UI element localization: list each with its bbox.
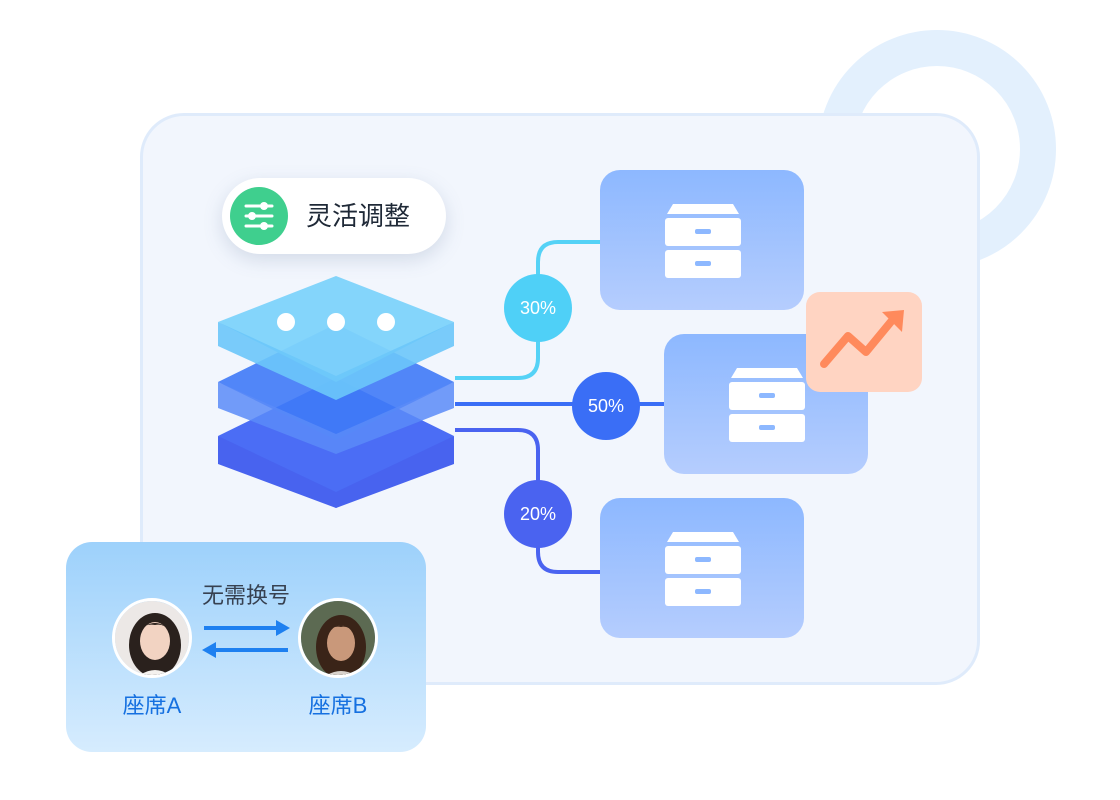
avatar-seat-a (112, 598, 192, 678)
stack-dot (377, 313, 395, 331)
seat-swap-panel: 无需换号 座席A 座席B (66, 542, 426, 752)
stack-dot (327, 313, 345, 331)
layer-stack-icon (218, 276, 454, 508)
route-badge-50: 50% (572, 372, 640, 440)
seat-a-label: 座席A (122, 693, 182, 718)
feature-pill-label: 灵活调整 (306, 201, 411, 231)
feature-pill[interactable]: 灵活调整 (222, 178, 446, 254)
stack-dot (277, 313, 295, 331)
sliders-icon (230, 187, 288, 245)
avatar-seat-b (298, 598, 378, 678)
seat-b-label: 座席B (308, 693, 368, 718)
server-card-top (600, 170, 804, 310)
route-badge-30: 30% (504, 274, 572, 342)
server-cabinet-icon (665, 204, 741, 278)
seat-swap-title: 无需换号 (201, 583, 290, 608)
server-card-middle (664, 334, 868, 474)
server-cabinet-icon (729, 368, 805, 442)
server-card-bottom (600, 498, 804, 638)
server-cabinet-icon (665, 532, 741, 606)
trend-card (806, 292, 922, 392)
swap-arrows-icon (202, 620, 290, 658)
trend-up-icon (820, 310, 904, 368)
route-badge-20: 20% (504, 480, 572, 548)
